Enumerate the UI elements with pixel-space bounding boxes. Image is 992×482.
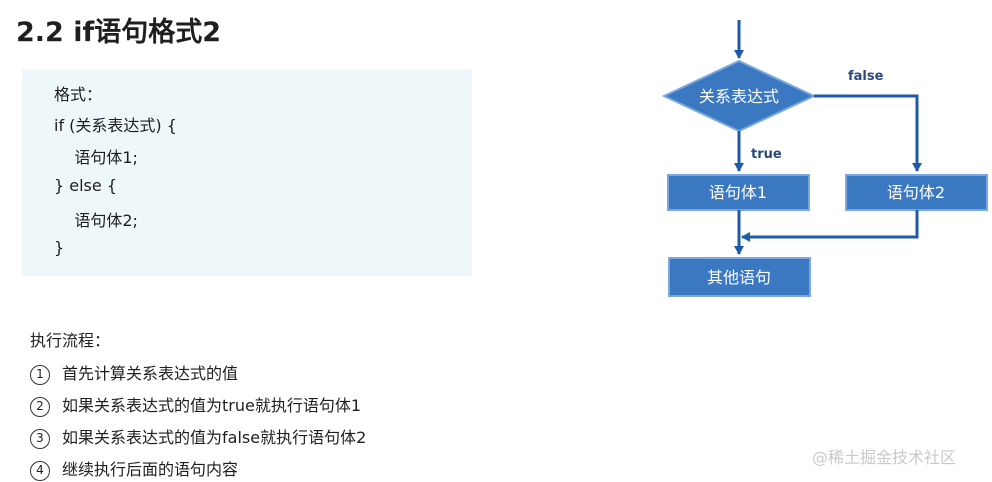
code-line: if (关系表达式) { bbox=[54, 116, 177, 135]
statement-box-1 bbox=[667, 174, 810, 211]
code-box: 格式： if (关系表达式) { 语句体1; } else { 语句体2; } bbox=[22, 69, 472, 276]
flow-section-title: 执行流程： bbox=[30, 331, 111, 350]
code-line: 语句体2; bbox=[54, 211, 138, 230]
statement-box-1-label: 语句体1 bbox=[709, 183, 767, 202]
step-number: 3 bbox=[30, 429, 50, 449]
other-statements-label: 其他语句 bbox=[707, 268, 771, 287]
step-number: 4 bbox=[30, 461, 50, 481]
step-text: 如果关系表达式的值为false就执行语句体2 bbox=[62, 428, 367, 447]
code-line: } else { bbox=[54, 176, 117, 195]
step-item-1: 1 首先计算关系表达式的值 bbox=[30, 360, 238, 385]
slide-title: 2.2 if语句格式2 bbox=[16, 17, 222, 48]
step-item-4: 4 继续执行后面的语句内容 bbox=[30, 456, 238, 481]
true-label: true bbox=[751, 147, 782, 162]
step-text: 首先计算关系表达式的值 bbox=[62, 364, 239, 383]
statement-box-2 bbox=[845, 174, 988, 211]
arrow-box2-to-other bbox=[741, 210, 919, 242]
decision-label: 关系表达式 bbox=[699, 87, 779, 106]
code-line: 语句体1; bbox=[54, 148, 138, 167]
step-number: 2 bbox=[30, 397, 50, 417]
false-label: false bbox=[848, 69, 884, 84]
step-number: 1 bbox=[30, 365, 50, 385]
step-text: 继续执行后面的语句内容 bbox=[62, 460, 239, 479]
step-item-2: 2 如果关系表达式的值为true就执行语句体1 bbox=[30, 392, 361, 417]
arrow-false bbox=[814, 94, 922, 172]
other-statements-box bbox=[668, 257, 811, 297]
step-text: 如果关系表达式的值为true就执行语句体1 bbox=[62, 396, 362, 415]
step-item-3: 3 如果关系表达式的值为false就执行语句体2 bbox=[30, 424, 366, 449]
watermark: @稀土掘金技术社区 bbox=[812, 448, 957, 467]
code-line: } bbox=[54, 238, 65, 257]
code-line: 格式： bbox=[54, 85, 103, 104]
statement-box-2-label: 语句体2 bbox=[887, 183, 945, 202]
